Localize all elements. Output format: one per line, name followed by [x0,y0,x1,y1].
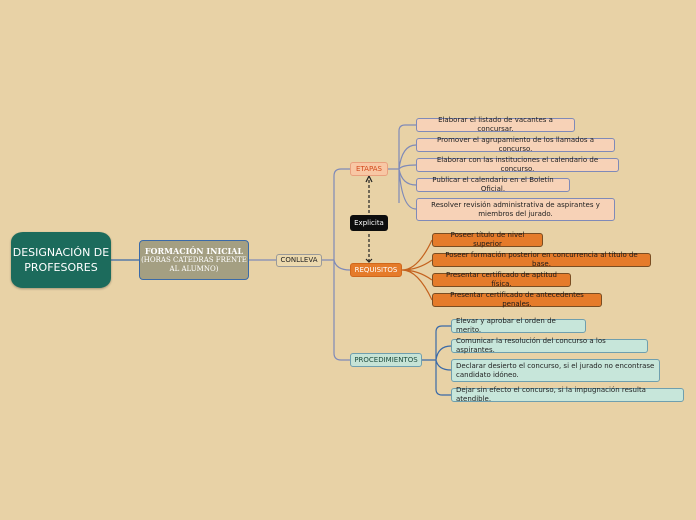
root-label: DESIGNACIÓN DE PROFESORES [12,246,110,274]
explicita-arrowhead [365,174,373,183]
root-node[interactable]: DESIGNACIÓN DE PROFESORES [11,232,111,288]
requisitos-item-text: Poseer título de nivel superior [450,231,525,248]
etapas-node[interactable]: ETAPAS [350,162,388,176]
formacion-subtitle: (HORAS CATEDRAS FRENTE AL ALUMNO) [141,255,247,273]
etapas-item-text: Elaborar el listado de vacantes a concur… [438,116,553,133]
etapas-item[interactable]: Elaborar el listado de vacantes a concur… [416,116,575,133]
procedimientos-item-text: Elevar y aprobar el orden de merito. [456,317,556,334]
etapas-item[interactable]: Publicar el calendario en el Boletín Ofi… [416,176,570,193]
procedimientos-item-text: Dejar sin efecto el concurso, si la impu… [456,386,646,403]
procedimientos-item[interactable]: Dejar sin efecto el concurso, si la impu… [451,386,684,403]
etapas-item[interactable]: Promover el agrupamiento de los llamados… [416,136,615,153]
etapas-item-text: Publicar el calendario en el Boletín Ofi… [432,176,554,193]
requisitos-item-text: Presentar certificado de antecedentes pe… [450,291,584,308]
relation-label[interactable]: Explicita [350,215,388,231]
requisitos-item-text: Presentar certificado de aptitud física. [446,271,557,288]
procedimientos-item-text: Comunicar la resolución del concurso a l… [456,337,606,354]
procedimientos-label: PROCEDIMIENTOS [354,355,418,364]
procedimientos-node[interactable]: PROCEDIMIENTOS [350,353,422,367]
proc-branch-line [422,325,452,396]
formacion-node[interactable]: FORMACIÓN INICIAL (HORAS CATEDRAS FRENTE… [139,240,249,280]
explicita-tail [365,258,373,263]
conlleva-node[interactable]: CONLLEVA [276,254,322,267]
requisitos-item-text: Poseer formación posterior en concurrenc… [445,251,638,268]
conlleva-branch-line [322,168,351,361]
procedimientos-item-text: Declarar desierto el concurso, si el jur… [456,361,655,379]
etapas-item-text: Elaborar con las instituciones el calend… [436,156,599,173]
etapas-branch-line [388,124,417,210]
etapas-item-text: Resolver revisión administrativa de aspi… [431,200,600,218]
etapas-item-text: Promover el agrupamiento de los llamados… [436,136,595,153]
conlleva-label: CONLLEVA [280,256,318,264]
etapas-item[interactable]: Resolver revisión administrativa de aspi… [416,198,615,221]
formacion-title: FORMACIÓN INICIAL [144,245,244,256]
procedimientos-item[interactable]: Elevar y aprobar el orden de merito. [451,317,586,334]
procedimientos-item[interactable]: Declarar desierto el concurso, si el jur… [451,359,660,382]
requisitos-item[interactable]: Poseer título de nivel superior [432,231,543,248]
procedimientos-item[interactable]: Comunicar la resolución del concurso a l… [451,337,648,354]
etapas-label: ETAPAS [356,164,382,173]
requisitos-item[interactable]: Presentar certificado de antecedentes pe… [432,291,602,308]
etapas-item[interactable]: Elaborar con las instituciones el calend… [416,156,619,173]
requisitos-item[interactable]: Presentar certificado de aptitud física. [432,271,571,288]
requisitos-label: REQUISITOS [354,265,398,274]
relation-label-text: Explicita [354,218,384,227]
requisitos-item[interactable]: Poseer formación posterior en concurrenc… [432,251,651,268]
requisitos-branch-line [401,239,433,301]
requisitos-node[interactable]: REQUISITOS [350,263,402,277]
